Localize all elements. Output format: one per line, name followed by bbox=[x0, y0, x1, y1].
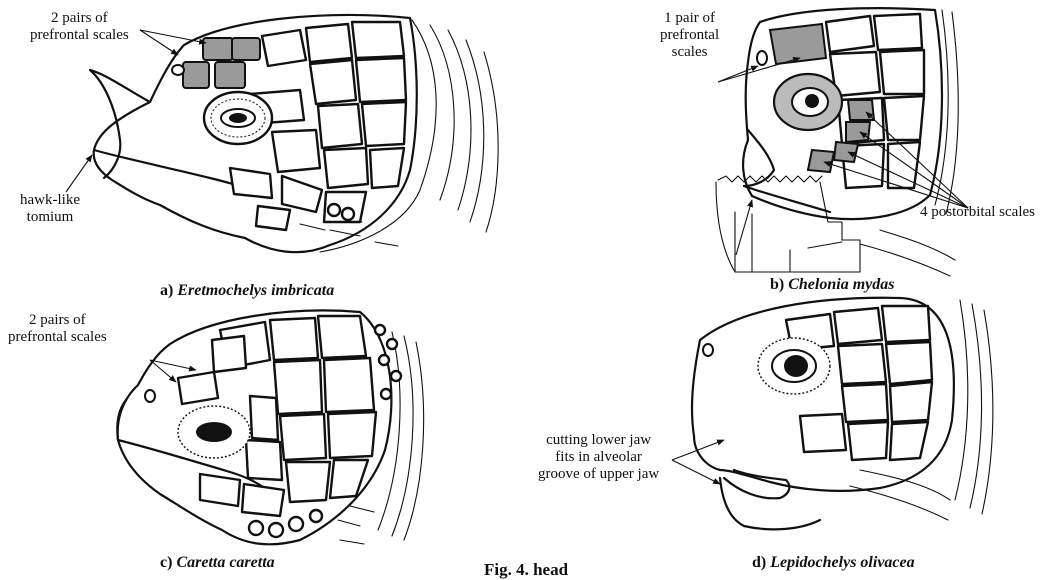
panel-c-letter: c) bbox=[160, 554, 172, 571]
panel-d-letter: d) bbox=[752, 554, 766, 571]
panel-b-prefrontal-line2: prefrontal bbox=[660, 27, 719, 44]
panel-d-jaw-line1: cutting lower jaw bbox=[538, 432, 659, 449]
panel-d-eye bbox=[758, 338, 830, 394]
panel-a-prefrontal-line2: prefrontal scales bbox=[30, 27, 129, 44]
panel-a-prefrontal-line1: 2 pairs of bbox=[30, 10, 129, 27]
panel-c-prefrontal-line1: 2 pairs of bbox=[8, 312, 107, 329]
figure-caption: Fig. 4. head bbox=[484, 560, 568, 580]
panel-c-drawing bbox=[117, 310, 423, 544]
panel-a-tomium-line2: tomium bbox=[20, 209, 80, 226]
panel-d-species: Lepidochelys olivacea bbox=[770, 554, 914, 571]
panel-b-letter: b) bbox=[770, 276, 784, 293]
panel-a-drawing bbox=[66, 15, 498, 252]
panel-c-species: Caretta caretta bbox=[176, 554, 274, 571]
panel-c-prefrontal-line2: prefrontal scales bbox=[8, 329, 107, 346]
panel-a-letter: a) bbox=[160, 282, 173, 299]
panel-c-caption: c) Caretta caretta bbox=[160, 554, 275, 572]
panel-b-caption: b) Chelonia mydas bbox=[770, 276, 894, 294]
panel-d-caption: d) Lepidochelys olivacea bbox=[752, 554, 915, 572]
panel-b-species: Chelonia mydas bbox=[788, 276, 894, 293]
panel-b-postorbital-label: 4 postorbital scales bbox=[920, 204, 1035, 221]
panel-a-prefrontal-label: 2 pairs of prefrontal scales bbox=[30, 10, 129, 44]
panel-d-jaw-line3: groove of upper jaw bbox=[538, 466, 659, 483]
panel-a-caption: a) Eretmochelys imbricata bbox=[160, 282, 334, 300]
panel-d-jaw-label: cutting lower jaw fits in alveolar groov… bbox=[538, 432, 659, 483]
panel-a-species: Eretmochelys imbricata bbox=[177, 282, 334, 299]
panel-b-jaw-inset bbox=[716, 176, 860, 272]
panel-a-tomium-line1: hawk-like bbox=[20, 192, 80, 209]
panel-a-tomium-label: hawk-like tomium bbox=[20, 192, 80, 226]
panel-d-jaw-line2: fits in alveolar bbox=[538, 449, 659, 466]
panel-b-prefrontal-line3: scales bbox=[660, 44, 719, 61]
panel-c-prefrontal-label: 2 pairs of prefrontal scales bbox=[8, 312, 107, 346]
panel-c-eye bbox=[178, 406, 250, 458]
panel-d-drawing bbox=[672, 298, 993, 530]
panel-b-prefrontal-line1: 1 pair of bbox=[660, 10, 719, 27]
panel-a-eye bbox=[204, 92, 272, 144]
panel-b-eye bbox=[774, 74, 842, 130]
panel-b-prefrontal-label: 1 pair of prefrontal scales bbox=[660, 10, 719, 61]
panel-b-drawing bbox=[716, 8, 968, 276]
